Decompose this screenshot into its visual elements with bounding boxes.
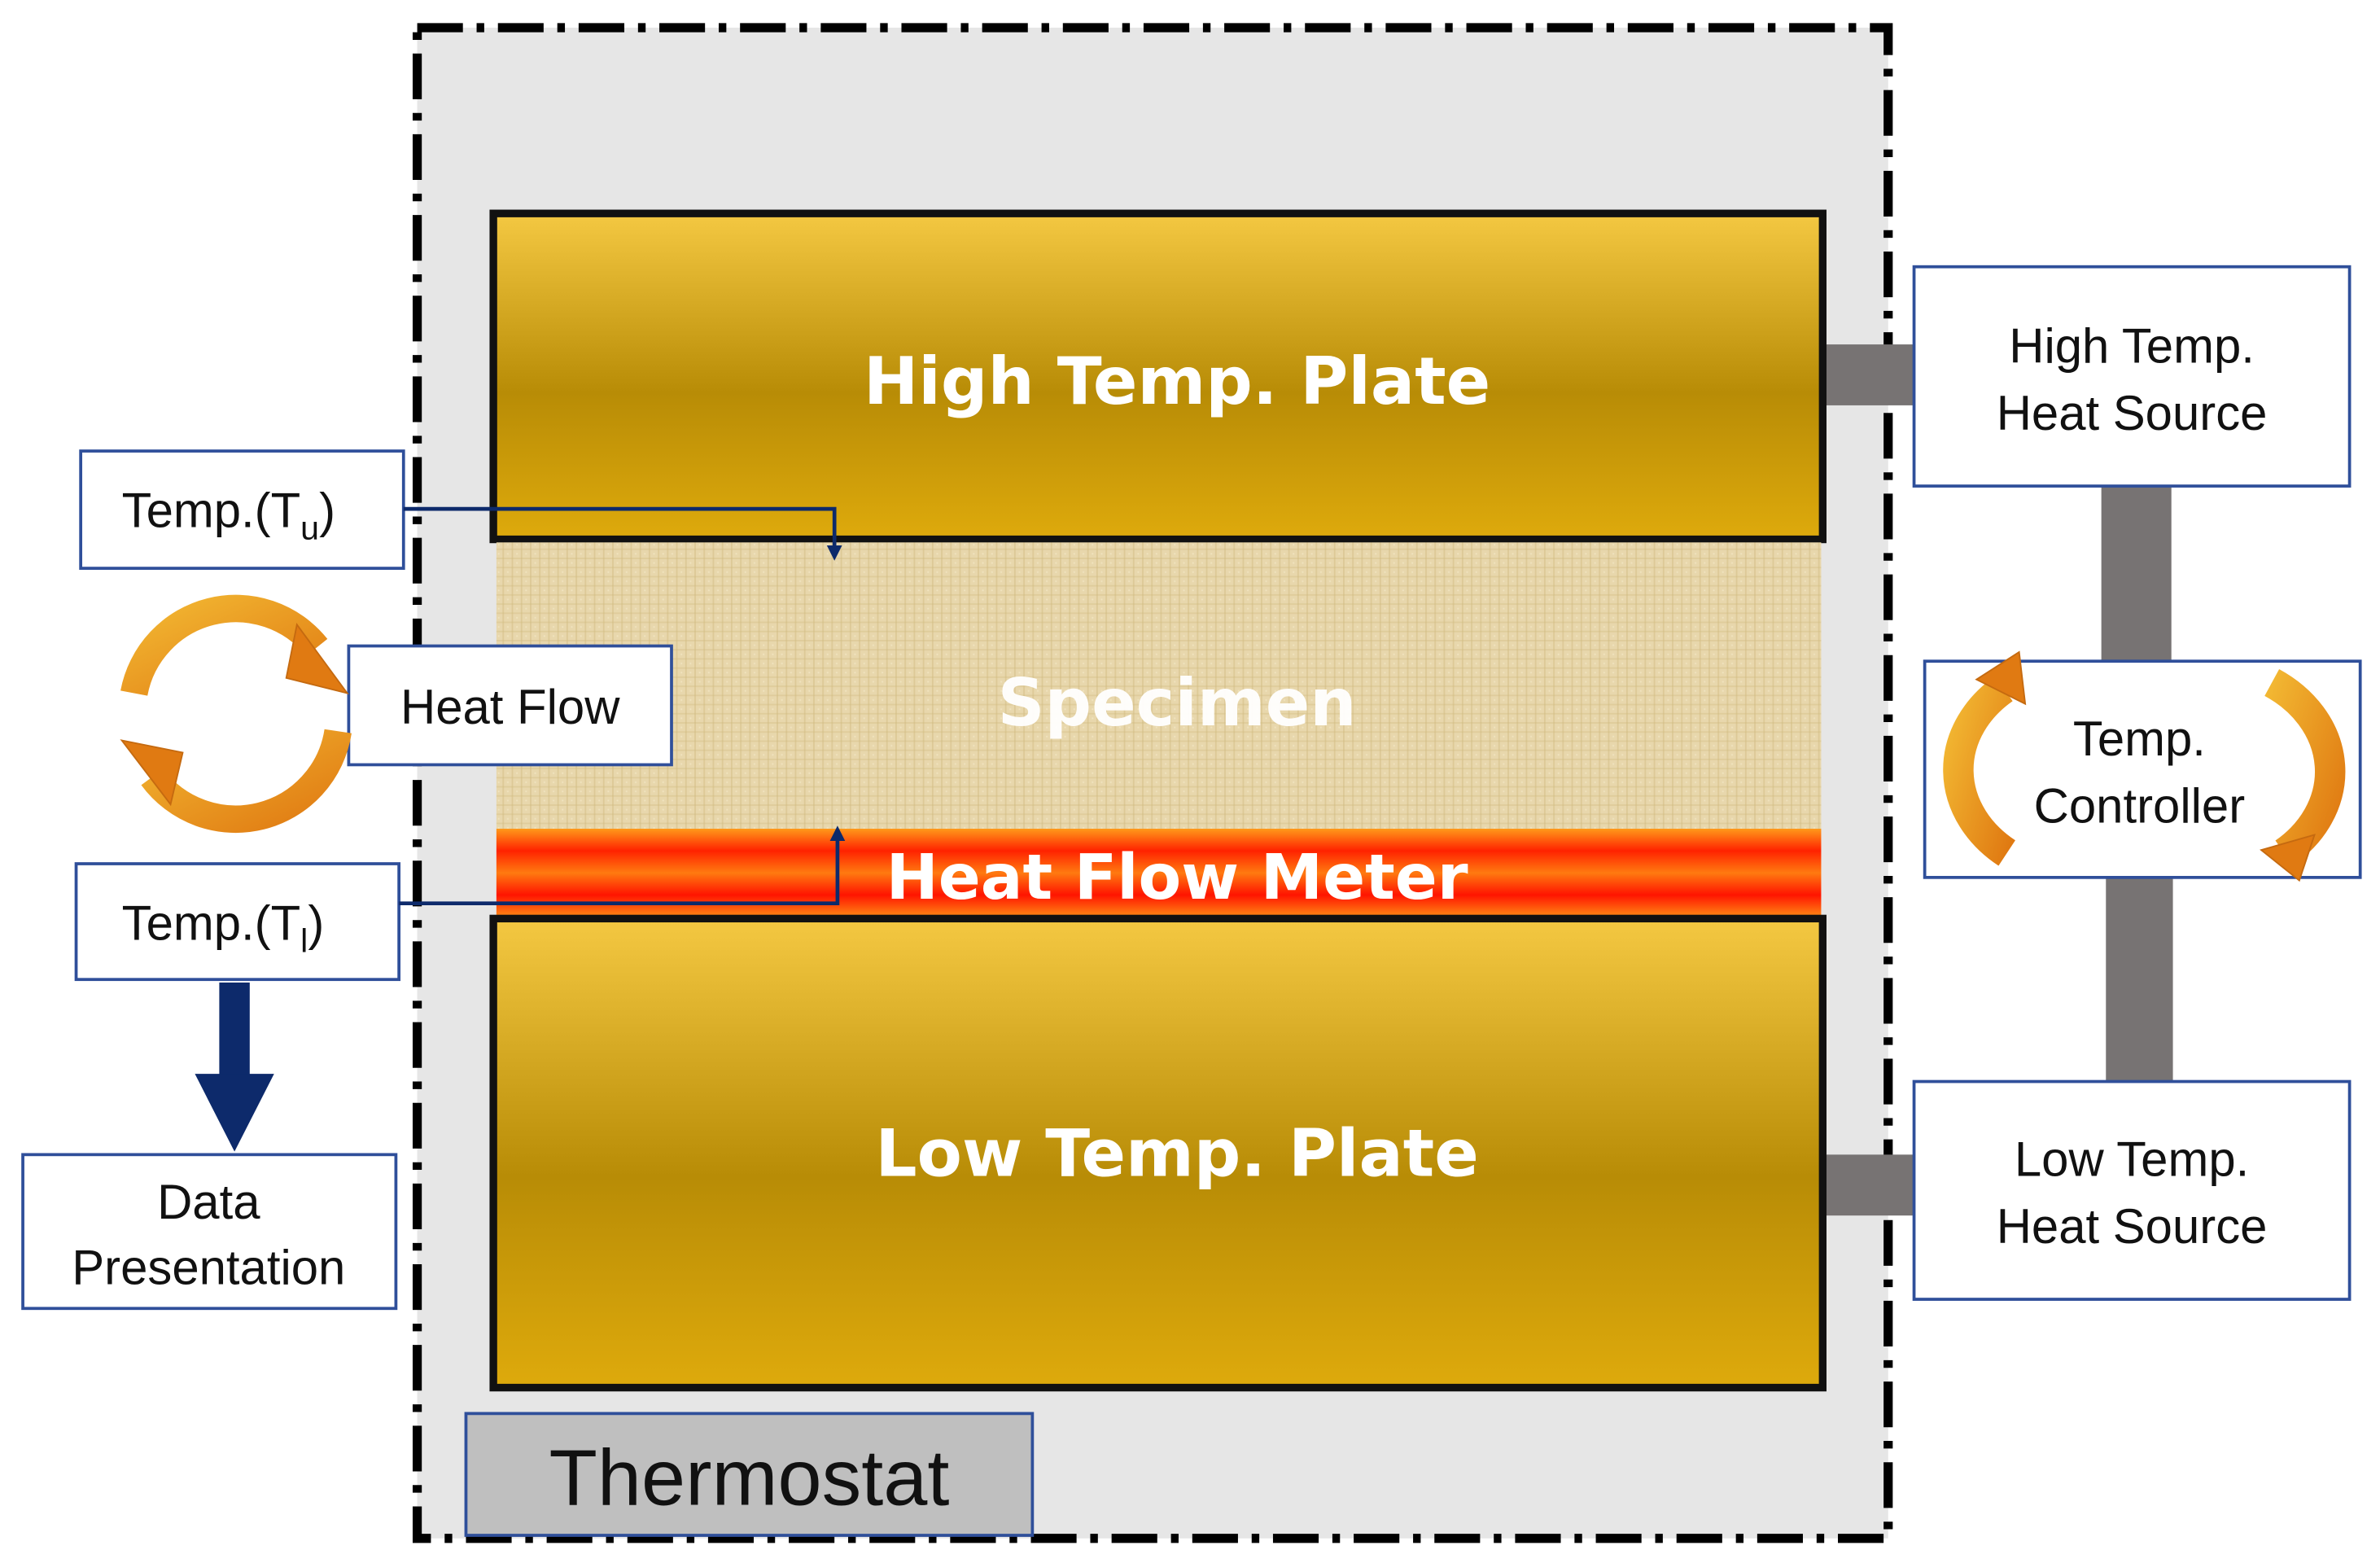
high-source-line-2: Heat Source xyxy=(1997,386,2268,440)
data-presentation-box: Data Presentation xyxy=(21,1153,398,1311)
temp-lower-lead xyxy=(399,834,840,905)
high-source-connector xyxy=(1822,344,1914,405)
low-temp-plate-label: Low Temp. Plate xyxy=(875,1115,1478,1192)
high-source-line-1: High Temp. xyxy=(2009,319,2255,374)
temp-upper-box: Temp.(Tu) xyxy=(79,449,405,570)
vertical-connector-upper xyxy=(2101,484,2172,662)
high-temp-plate: High Temp. Plate xyxy=(489,209,1827,544)
specimen-label: Specimen xyxy=(998,664,1357,741)
temp-controller-line-2: Controller xyxy=(2034,779,2246,834)
low-temp-plate: Low Temp. Plate xyxy=(489,914,1827,1392)
low-source-connector xyxy=(1822,1154,1914,1216)
temp-lower-box: Temp.(Tl) xyxy=(74,862,401,982)
thermostat-label-box: Thermostat xyxy=(464,1412,1035,1537)
controller-circular-arrows-icon xyxy=(1943,650,2346,882)
heat-flow-label: Heat Flow xyxy=(400,680,620,734)
temp-lower-label: Temp.(Tl) xyxy=(122,896,325,960)
heat-flow-meter-label: Heat Flow Meter xyxy=(886,842,1468,914)
heat-flow-box: Heat Flow xyxy=(347,644,673,767)
specimen: Specimen xyxy=(496,542,1822,829)
thermostat-label: Thermostat xyxy=(549,1434,949,1522)
high-temp-heat-source-box: High Temp. Heat Source xyxy=(1912,265,2352,488)
data-presentation-line-1: Data xyxy=(157,1175,260,1229)
high-temp-plate-label: High Temp. Plate xyxy=(864,343,1490,419)
temp-lower-lead-arrow xyxy=(829,825,846,841)
low-source-line-1: Low Temp. xyxy=(2015,1132,2249,1187)
temp-upper-label: Temp.(Tu) xyxy=(122,484,335,547)
low-temp-heat-source-box: Low Temp. Heat Source xyxy=(1912,1079,2352,1301)
vertical-connector-lower xyxy=(2106,877,2173,1082)
temp-upper-lead-arrow xyxy=(826,545,842,561)
circular-arrows-icon xyxy=(120,594,352,834)
data-presentation-line-2: Presentation xyxy=(72,1240,345,1294)
low-source-line-2: Heat Source xyxy=(1997,1199,2268,1254)
arrow-down-icon xyxy=(195,982,274,1152)
temp-controller-line-1: Temp. xyxy=(2073,711,2206,766)
temp-upper-lead xyxy=(403,506,837,552)
